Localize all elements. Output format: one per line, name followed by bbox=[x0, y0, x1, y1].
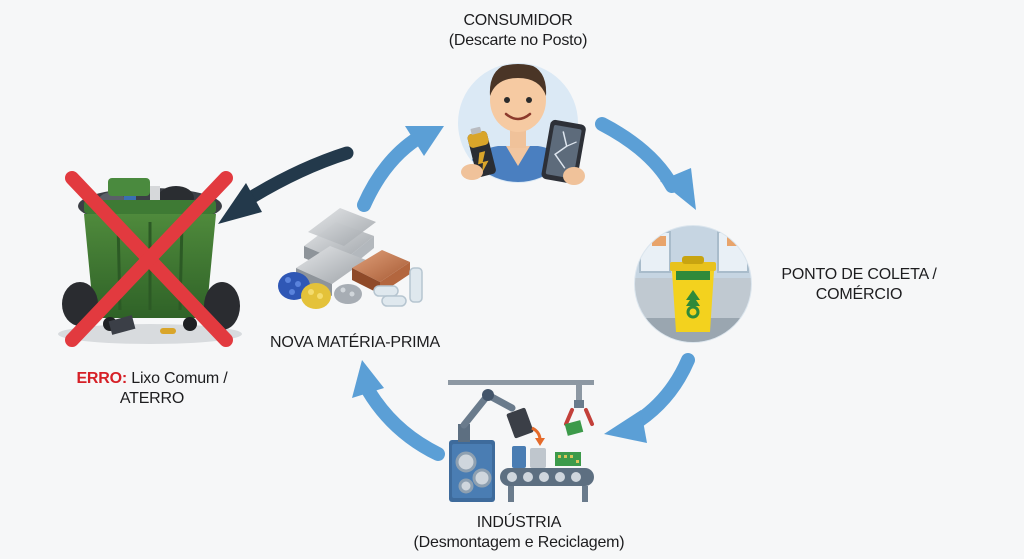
arrow-raw-material-to-consumer bbox=[357, 126, 444, 212]
industry-subtitle: (Desmontagem e Reciclagem) bbox=[413, 534, 625, 551]
error-label-line1: ERRO: Lixo Comum / bbox=[52, 369, 252, 389]
consumer-subtitle: (Descarte no Posto) bbox=[448, 32, 588, 49]
raw-materials-illustration bbox=[278, 208, 423, 309]
consumer-label: CONSUMIDOR (Descarte no Posto) bbox=[418, 11, 618, 51]
arrow-to-landfill-error bbox=[218, 146, 354, 224]
error-label-line2: ATERRO bbox=[119, 390, 185, 407]
industry-title: INDÚSTRIA bbox=[476, 514, 562, 531]
error-label: ERRO: Lixo Comum / ATERRO bbox=[52, 369, 252, 409]
collection-point-title-line2: COMÉRCIO bbox=[815, 286, 903, 303]
industry-illustration bbox=[448, 380, 594, 502]
consumer-title: CONSUMIDOR bbox=[463, 12, 573, 29]
arrow-collection-to-industry bbox=[604, 353, 695, 443]
error-cross-mark bbox=[65, 171, 233, 347]
arrow-consumer-to-collection bbox=[595, 117, 696, 210]
raw-material-label: NOVA MATÉRIA-PRIMA bbox=[250, 333, 460, 353]
error-prefix: ERRO: bbox=[76, 370, 127, 387]
collection-point-title-line1: PONTO DE COLETA / bbox=[781, 266, 937, 283]
trash-bin-error-illustration bbox=[58, 171, 242, 347]
consumer-illustration bbox=[458, 63, 586, 185]
collection-point-label: PONTO DE COLETA / COMÉRCIO bbox=[770, 265, 948, 305]
error-label-rest: Lixo Comum / bbox=[127, 370, 228, 387]
arrow-industry-to-raw-material bbox=[352, 360, 445, 461]
collection-point-illustration bbox=[634, 225, 752, 343]
raw-material-title: NOVA MATÉRIA-PRIMA bbox=[269, 334, 441, 351]
industry-label: INDÚSTRIA (Desmontagem e Reciclagem) bbox=[388, 513, 650, 553]
